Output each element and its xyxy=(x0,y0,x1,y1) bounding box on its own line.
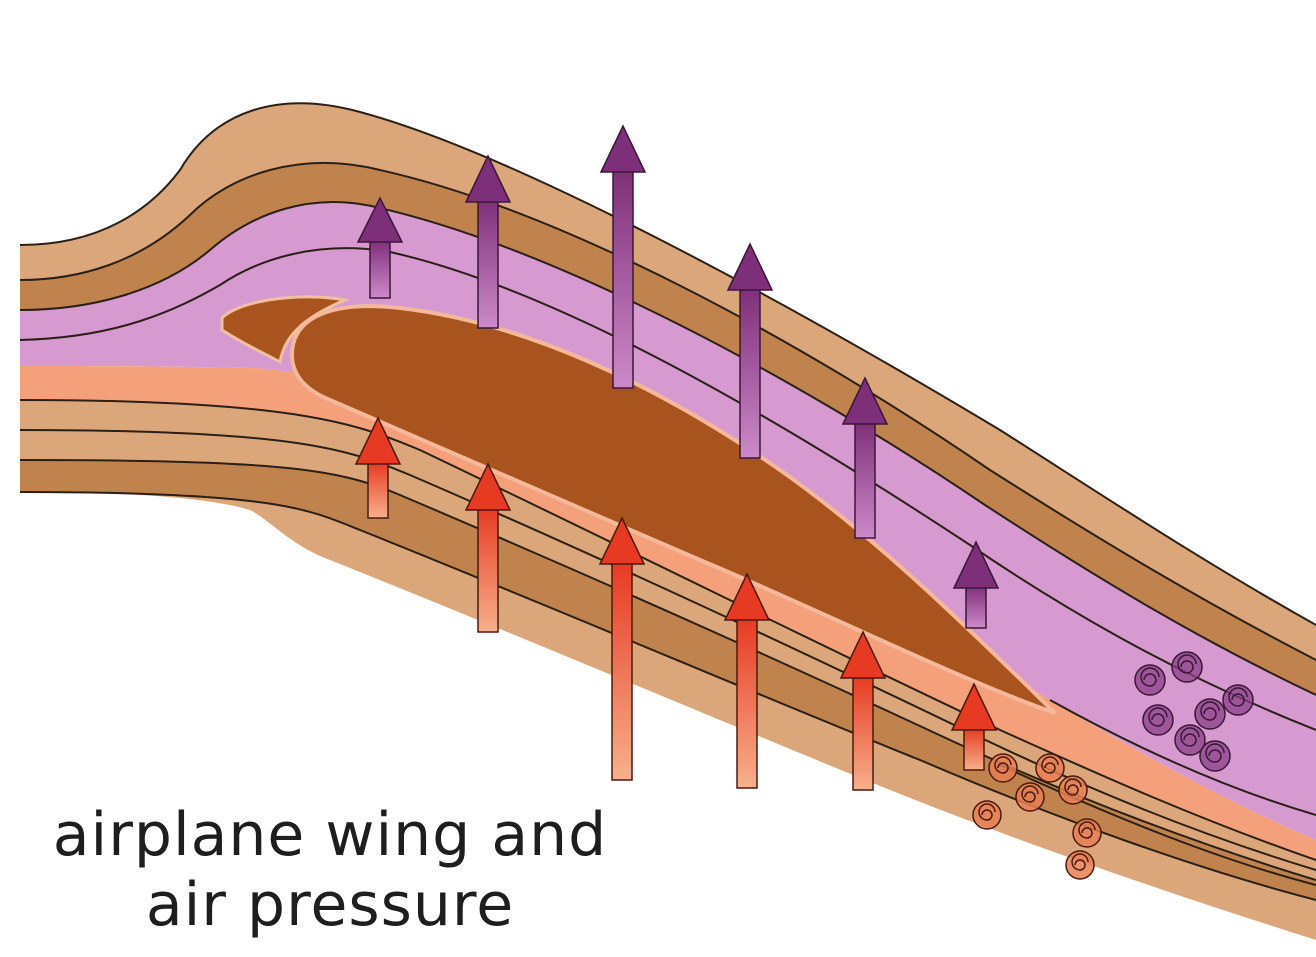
vortex xyxy=(1066,851,1094,879)
vortex xyxy=(973,801,1001,829)
vortex xyxy=(1195,699,1225,729)
vortex xyxy=(1073,819,1101,847)
vortex xyxy=(1223,685,1253,715)
vortex xyxy=(1059,776,1087,804)
vortex xyxy=(1135,665,1165,695)
vortex xyxy=(1143,705,1173,735)
caption-line-1: airplane wing and xyxy=(20,800,640,870)
vortex xyxy=(989,754,1017,782)
vortex xyxy=(1172,652,1202,682)
caption-line-2: air pressure xyxy=(20,870,640,940)
vortex xyxy=(1016,783,1044,811)
diagram-caption: airplane wing and air pressure xyxy=(20,800,640,940)
vortex xyxy=(1200,741,1230,771)
vortex xyxy=(1036,754,1064,782)
